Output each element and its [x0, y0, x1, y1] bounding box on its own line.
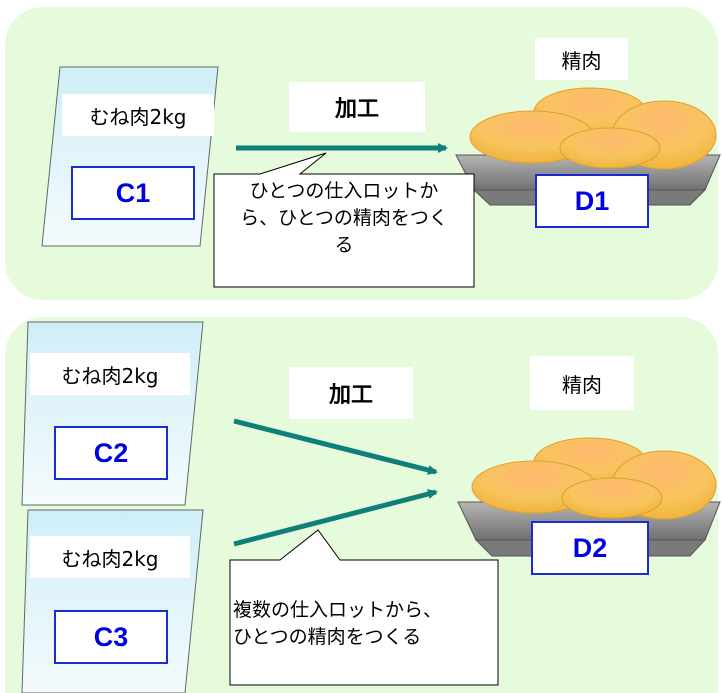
bag-c3-code: C3: [54, 610, 168, 664]
process-label-bottom: 加工: [289, 367, 413, 419]
callout-top-bubble: [213, 152, 475, 288]
meat-label-bottom: 精肉: [530, 356, 634, 410]
meat-label-top: 精肉: [535, 38, 628, 80]
bag-c1-label: むね肉2kg: [62, 94, 214, 136]
callout-bottom-line-1: 複数の仕入ロットから、: [233, 599, 443, 621]
callout-top-line-3: る: [334, 234, 354, 256]
bag-c2-code: C2: [54, 426, 168, 480]
callout-bottom-text: 複数の仕入ロットから、 ひとつの精肉をつくる: [233, 597, 495, 651]
bag-c1-code: C1: [71, 166, 195, 220]
callout-bottom-line-2: ひとつの精肉をつくる: [233, 626, 422, 648]
process-arrow-upper: [233, 418, 438, 475]
callout-top-line-1: ひとつの仕入ロットか: [249, 180, 439, 202]
bag-c2-label: むね肉2kg: [30, 353, 190, 395]
callout-top-text: ひとつの仕入ロットか ら、ひとつの精肉をつく る: [218, 178, 470, 259]
callout-top-line-2: ら、ひとつの精肉をつく: [240, 207, 448, 229]
process-arrow-lower: [233, 489, 438, 547]
meat-d1-code: D1: [535, 174, 649, 228]
process-label-top: 加工: [289, 82, 425, 132]
callout-bottom-bubble: [229, 529, 499, 686]
tray-d1-icon: [455, 87, 721, 206]
bag-c3-label: むね肉2kg: [30, 536, 190, 578]
meat-d2-code: D2: [531, 521, 649, 575]
